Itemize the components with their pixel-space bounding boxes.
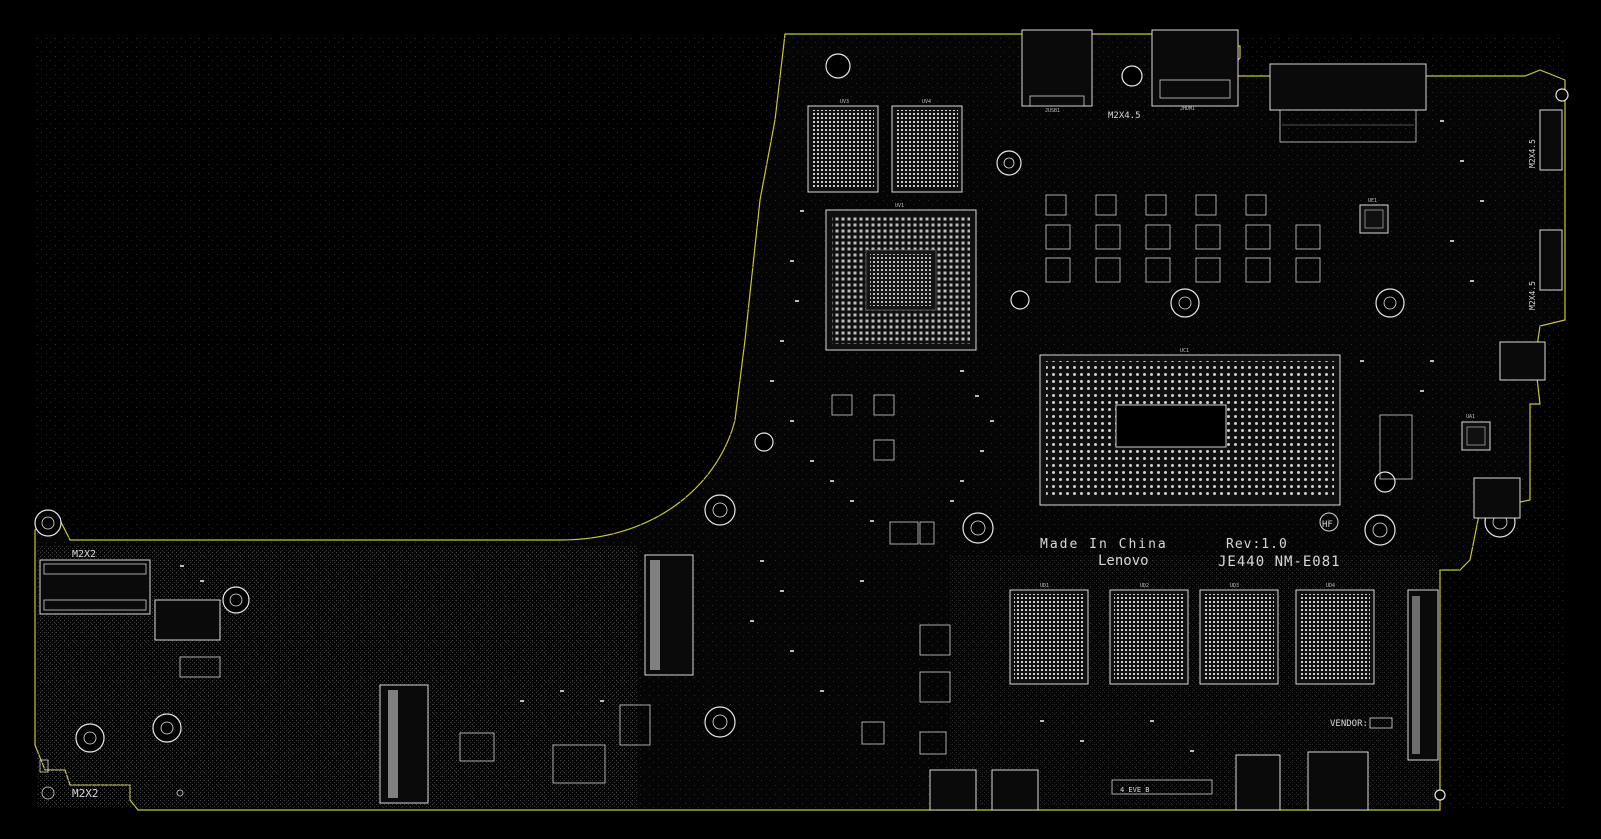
dram-refdes-1: UD1 [1040, 583, 1049, 589]
model-label: JE440 NM-E081 [1218, 554, 1341, 570]
halogen-free-text: HF [1322, 520, 1333, 530]
vram-chip-right: UV4 [891, 99, 963, 193]
made-in-label: Made In China [1040, 537, 1168, 552]
passive-components [180, 120, 1484, 752]
audio-chip: UA1 [1461, 414, 1491, 451]
fpc-connector-vertical-mid [379, 684, 429, 804]
m2x45-label-right-top: M2X4.5 [1528, 139, 1537, 168]
vendor-label: VENDOR: [1330, 719, 1368, 729]
bottom-port-left [929, 769, 1039, 811]
fpc-connector-top-right [1269, 63, 1427, 143]
m2x2-label-top: M2X2 [72, 549, 96, 560]
svg-text:JHDMI: JHDMI [1180, 106, 1195, 112]
m2x2-label-bottom: M2X2 [72, 787, 99, 800]
usb-connector-top: JUSB1 [1021, 29, 1093, 114]
dram-chip-3: UD3 [1199, 583, 1279, 685]
fpc-connector-vertical-left [644, 554, 694, 676]
dram-chip-4: UD4 [1295, 583, 1375, 685]
audio-refdes: UA1 [1466, 414, 1475, 420]
hdmi-connector-top: JHDMI [1151, 29, 1239, 112]
m2x45-label-right-mid: M2X4.5 [1528, 281, 1537, 310]
vram-refdes-2: UV4 [922, 99, 931, 105]
board-code-label: 4_EVE_B [1120, 786, 1150, 794]
dram-refdes-4: UD4 [1326, 583, 1335, 589]
io-board-connector [39, 559, 221, 641]
fpc-connector-vertical-right [1407, 589, 1439, 761]
svg-text:JUSB1: JUSB1 [1045, 108, 1060, 114]
dram-refdes-3: UD3 [1230, 583, 1239, 589]
m2x45-label-top: M2X4.5 [1108, 111, 1141, 121]
vrm-components [179, 194, 1413, 784]
dram-refdes-2: UD2 [1140, 583, 1149, 589]
dram-chip-2: UD2 [1109, 583, 1189, 685]
dram-chip-1: UD1 [1009, 583, 1089, 685]
cpu-refdes: UC1 [1180, 348, 1189, 354]
gpu-chip: UV1 [825, 203, 977, 351]
fiducial-left [41, 786, 55, 800]
vendor-box [1369, 717, 1393, 729]
ec-refdes: UE1 [1368, 198, 1377, 204]
brand-label: Lenovo [1098, 553, 1149, 569]
right-usb-port-2 [1539, 229, 1563, 291]
halogen-free-mark [1319, 512, 1339, 532]
right-audio-jack [1499, 341, 1546, 381]
vram-refdes-1: UV3 [840, 99, 849, 105]
right-usb-port-1 [1539, 109, 1563, 171]
vram-chip-left: UV3 [807, 99, 879, 193]
fiducial-bottom [176, 789, 184, 797]
revision-label: Rev:1.0 [1226, 537, 1288, 552]
bottom-usb-c-ports [1111, 751, 1369, 811]
battery-connector [1473, 477, 1521, 519]
gpu-refdes: UV1 [895, 203, 904, 209]
ec-chip: UE1 [1359, 198, 1389, 234]
test-pad-left [39, 759, 49, 773]
cpu-chip: UC1 [1039, 348, 1341, 506]
